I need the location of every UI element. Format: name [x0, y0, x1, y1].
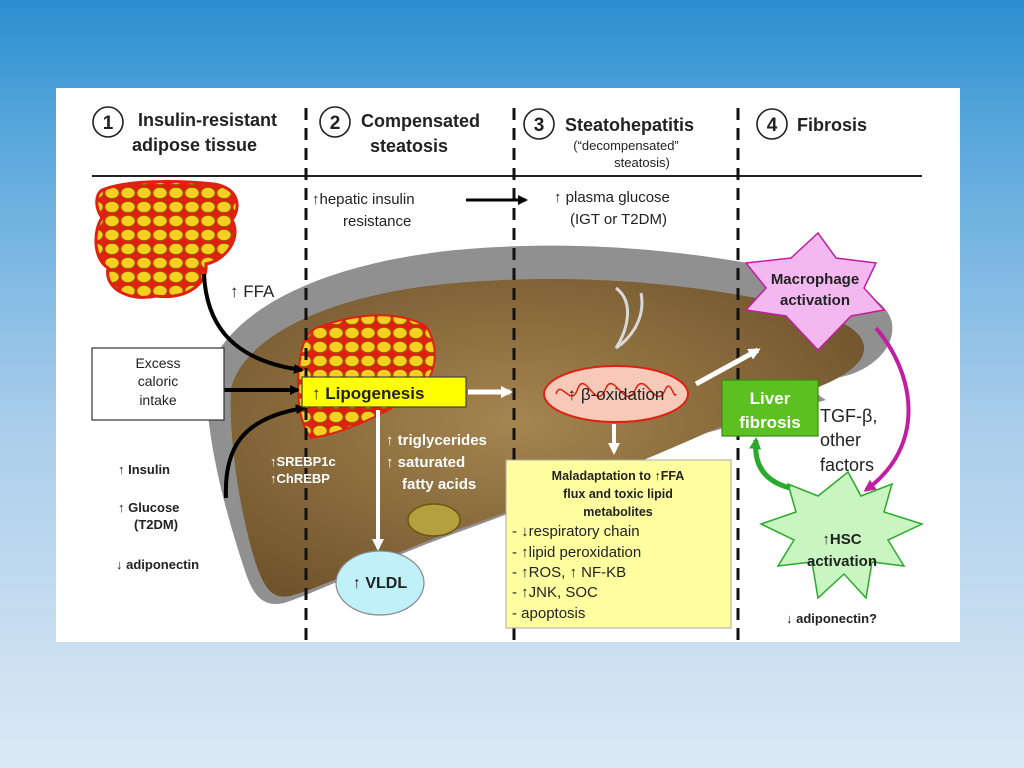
adiponectin-label: ↓ adiponectin: [116, 557, 199, 572]
stage-subtitle: (“decompensated”: [573, 138, 679, 153]
lipogenesis-label: ↑ Lipogenesis: [312, 384, 424, 403]
lipogenesis-box: [301, 376, 467, 408]
maladaptation-background: [505, 459, 732, 629]
plasma-glucose-label-line2: (IGT or T2DM): [570, 211, 667, 228]
stage-title-line2: adipose tissue: [132, 135, 257, 155]
vldl-label: ↑ VLDL: [353, 575, 407, 592]
maladaptation-title-line3: metabolites: [583, 505, 653, 519]
liver-fibrosis-box: [721, 379, 819, 437]
excess-line: intake: [139, 392, 177, 408]
maladaptation-item: - ↑JNK, SOC: [512, 584, 598, 601]
maladaptation-title: Maladaptation to ↑FFA: [552, 469, 685, 483]
excess-line: Excess: [135, 355, 180, 371]
excess-line: caloric: [138, 373, 178, 389]
stage-title: Steatohepatitis: [565, 115, 694, 135]
saturated-label: ↑ saturated: [386, 454, 465, 471]
stage-number: 3: [534, 115, 545, 136]
adipose-tissue-image: [94, 180, 239, 299]
hsc-to-fibrosis-arrow: [749, 437, 791, 491]
hepatic-insulin-label: ↑hepatic insulin: [312, 191, 415, 208]
stage-number: 1: [103, 113, 114, 134]
macrophage-star: [744, 231, 886, 352]
excess-caloric-intake-box: Excess caloric intake: [91, 347, 225, 421]
stage-number-circle: [756, 108, 788, 140]
maladaptation-item: - ↓respiratory chain: [512, 523, 640, 540]
liver-fibrosis-label: Liver: [750, 389, 791, 408]
hsc-label: ↑HSC: [822, 531, 861, 548]
chrebp-label: ↑ChREBP: [270, 471, 330, 486]
mitochondrion-cristae: [555, 382, 677, 398]
macrophage-label: Macrophage: [771, 271, 859, 288]
hsc-star: [759, 470, 925, 600]
insulin-label: ↑ Insulin: [118, 462, 170, 477]
stage-number: 4: [767, 115, 778, 136]
stage-title: Insulin-resistant: [138, 110, 277, 130]
fatty-acids-label: fatty acids: [402, 476, 476, 493]
maladaptation-item: - ↑lipid peroxidation: [512, 544, 641, 561]
maladaptation-box: Maladaptation to ↑FFA flux and toxic lip…: [505, 459, 732, 629]
diagram-panel: 1 Insulin-resistant adipose tissue 2 Com…: [56, 88, 960, 642]
macrophage-label-line2: activation: [780, 292, 850, 309]
stage-number-circle: [92, 106, 124, 138]
stage-2-header: 2 Compensated steatosis: [319, 106, 480, 156]
ffa-label: ↑ FFA: [230, 282, 275, 301]
glucose-label: ↑ Glucose: [118, 500, 179, 515]
excess-box: [91, 347, 225, 421]
triglycerides-label: ↑ triglycerides: [386, 432, 487, 449]
adiponectin-question-label: ↓ adiponectin?: [786, 611, 877, 626]
to-macrophage-arrow: [694, 347, 761, 387]
liver-fissure: [614, 286, 644, 350]
mitochondrion-shape: [543, 365, 689, 423]
maladaptation-item: - apoptosis: [512, 605, 585, 622]
maladaptation-item: - ↑ROS, ↑ NF-ΚΒ: [512, 564, 626, 581]
nafld-pathogenesis-diagram: 1 Insulin-resistant adipose tissue 2 Com…: [91, 106, 925, 640]
stage-number: 2: [330, 113, 341, 134]
tgf-beta-label-line2: other: [820, 430, 861, 450]
liver-fibrosis-label-line2: fibrosis: [739, 413, 800, 432]
insulin-glucose-arrow: [223, 404, 306, 499]
beta-oxidation-label: ↑ β-oxidation: [568, 385, 665, 404]
stage-title-line2: steatosis: [370, 136, 448, 156]
macrophage-to-hsc-arrow: [863, 326, 911, 492]
vldl-ellipse: [335, 550, 425, 616]
stage-title: Compensated: [361, 111, 480, 131]
glucose-label-line2: (T2DM): [134, 517, 178, 532]
tgf-beta-label: TGF-β,: [820, 406, 877, 426]
stage-4-header: 4 Fibrosis: [756, 108, 867, 140]
stage-1-header: 1 Insulin-resistant adipose tissue: [92, 106, 277, 155]
maladaptation-title-line2: flux and toxic lipid: [563, 487, 673, 501]
srebp1c-label: ↑SREBP1c: [270, 454, 336, 469]
stage-subtitle-line2: steatosis): [614, 155, 670, 170]
plasma-glucose-label: ↑ plasma glucose: [554, 189, 670, 206]
stage-3-header: 3 Steatohepatitis (“decompensated” steat…: [523, 108, 694, 170]
gallbladder: [407, 503, 461, 537]
stage-number-circle: [319, 106, 351, 138]
ffa-arrow: [202, 273, 304, 374]
stage-number-circle: [523, 108, 555, 140]
hepatic-insulin-label-line2: resistance: [343, 213, 411, 230]
stage-title: Fibrosis: [797, 115, 867, 135]
hsc-label-line2: activation: [807, 553, 877, 570]
tgf-beta-label-line3: factors: [820, 455, 874, 475]
